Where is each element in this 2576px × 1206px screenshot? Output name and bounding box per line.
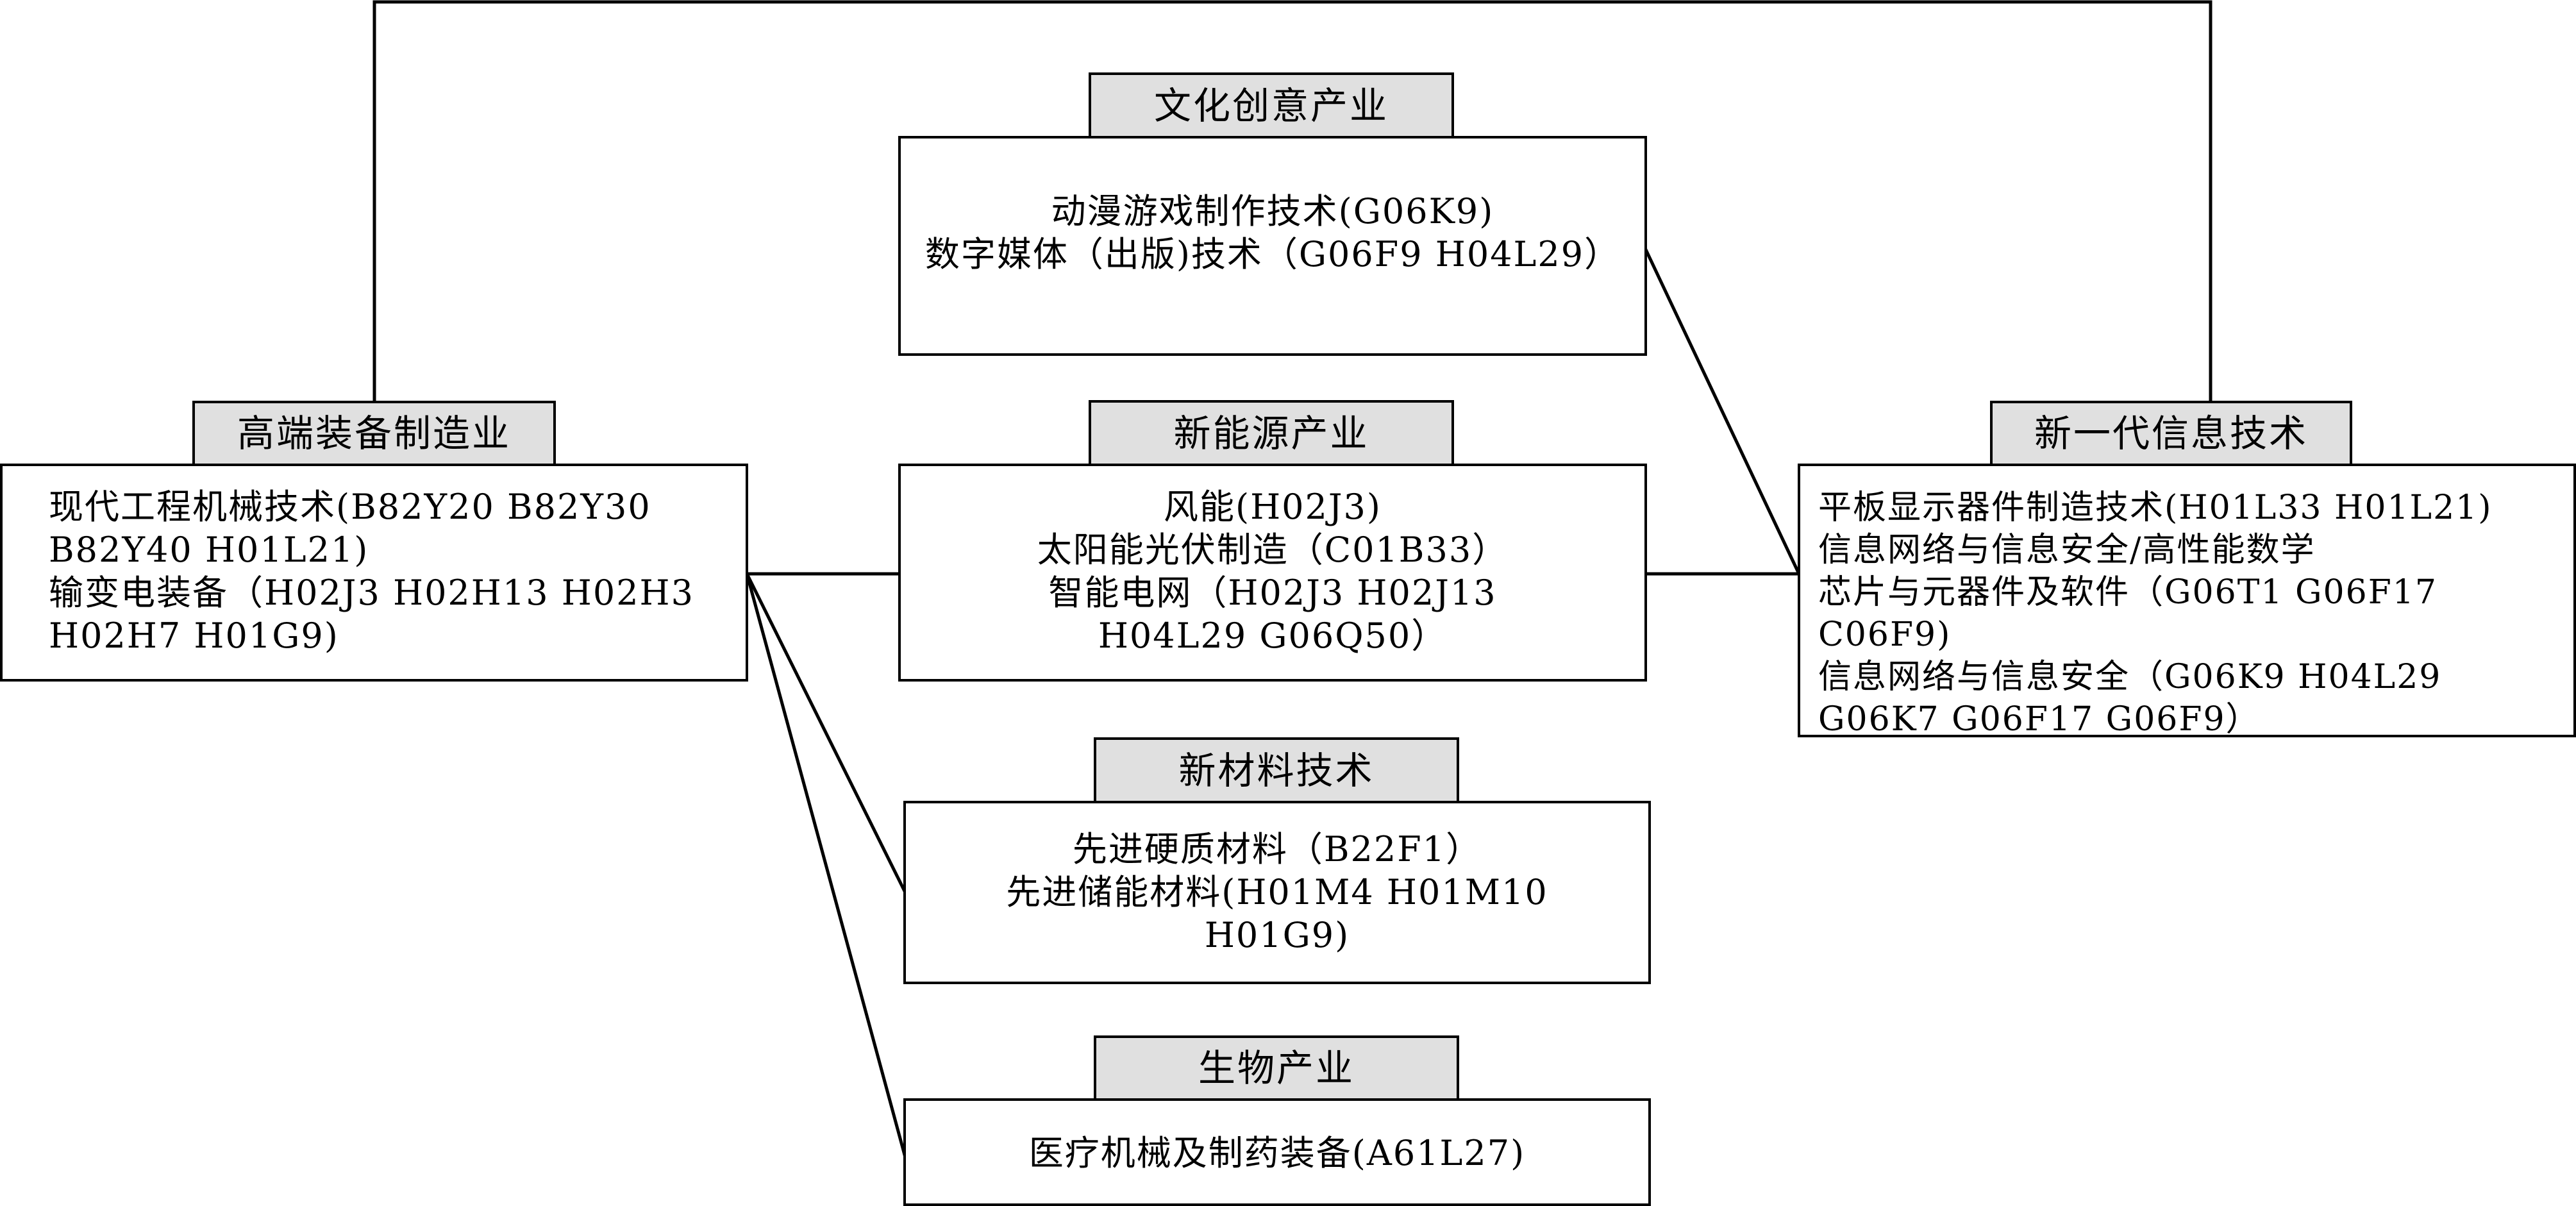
connector-high-end-to-new-materials: [744, 571, 908, 895]
node-title-next-gen-it: 新一代信息技术: [1990, 401, 2352, 466]
node-text-line: H04L29 G06Q50）: [1098, 616, 1448, 656]
node-text-line: 先进储能材料(H01M4 H01M10: [1006, 872, 1548, 912]
connector-cultural-creative-to-next-gen-it: [1642, 244, 1802, 576]
node-title-new-energy: 新能源产业: [1089, 400, 1454, 466]
node-text-line: 智能电网（H02J3 H02J13: [1048, 573, 1497, 613]
node-text-line: G06K7 G06F17 G06F9）: [1818, 700, 2261, 739]
node-text-line: 太阳能光伏制造（C01B33）: [1037, 530, 1509, 570]
node-text-line: 芯片与元器件及软件（G06T1 G06F17: [1818, 573, 2438, 612]
node-text-line: 输变电装备（H02J3 H02H13 H02H3: [49, 573, 695, 613]
connector-high-end-to-biology: [744, 571, 908, 1160]
node-body-high-end-equipment: 现代工程机械技术(B82Y20 B82Y30 B82Y40 H01L21) 输变…: [0, 464, 748, 682]
node-text-line: H02H7 H01G9): [49, 616, 339, 656]
node-text-line: 信息网络与信息安全（G06K9 H04L29: [1818, 658, 2442, 696]
node-text-line: B82Y40 H01L21): [49, 530, 369, 570]
node-body-new-materials: 先进硬质材料（B22F1） 先进储能材料(H01M4 H01M10 H01G9): [903, 801, 1651, 984]
node-title-cultural-creative: 文化创意产业: [1089, 72, 1454, 138]
node-body-cultural-creative: 动漫游戏制作技术(G06K9) 数字媒体（出版)技术（G06F9 H04L29）: [898, 136, 1647, 356]
node-text-line: 现代工程机械技术(B82Y20 B82Y30: [49, 487, 651, 527]
node-text-line: 风能(H02J3): [1164, 487, 1382, 527]
node-text-line: 医疗机械及制药装备(A61L27): [1028, 1133, 1526, 1173]
node-text-line: 先进硬质材料（B22F1）: [1072, 829, 1482, 869]
node-body-next-gen-it: 平板显示器件制造技术(H01L33 H01L21) 信息网络与信息安全/高性能数…: [1798, 464, 2576, 739]
node-title-new-materials: 新材料技术: [1094, 737, 1459, 803]
node-text-line: H01G9): [1204, 915, 1350, 955]
connector-high-end-to-next-gen-it: [372, 0, 2212, 406]
node-text-line: C06F9): [1818, 616, 1952, 654]
node-text-line: 信息网络与信息安全/高性能数学: [1818, 531, 2316, 569]
node-text-line: 动漫游戏制作技术(G06K9): [1051, 191, 1494, 231]
node-body-biology: 医疗机械及制药装备(A61L27): [903, 1098, 1651, 1206]
node-title-high-end-equipment: 高端装备制造业: [192, 401, 556, 466]
node-title-biology: 生物产业: [1094, 1035, 1459, 1101]
node-text-line: 数字媒体（出版)技术（G06F9 H04L29）: [924, 234, 1621, 274]
node-text-line: 平板显示器件制造技术(H01L33 H01L21): [1818, 489, 2493, 527]
node-body-new-energy: 风能(H02J3) 太阳能光伏制造（C01B33） 智能电网（H02J3 H02…: [898, 464, 1647, 682]
